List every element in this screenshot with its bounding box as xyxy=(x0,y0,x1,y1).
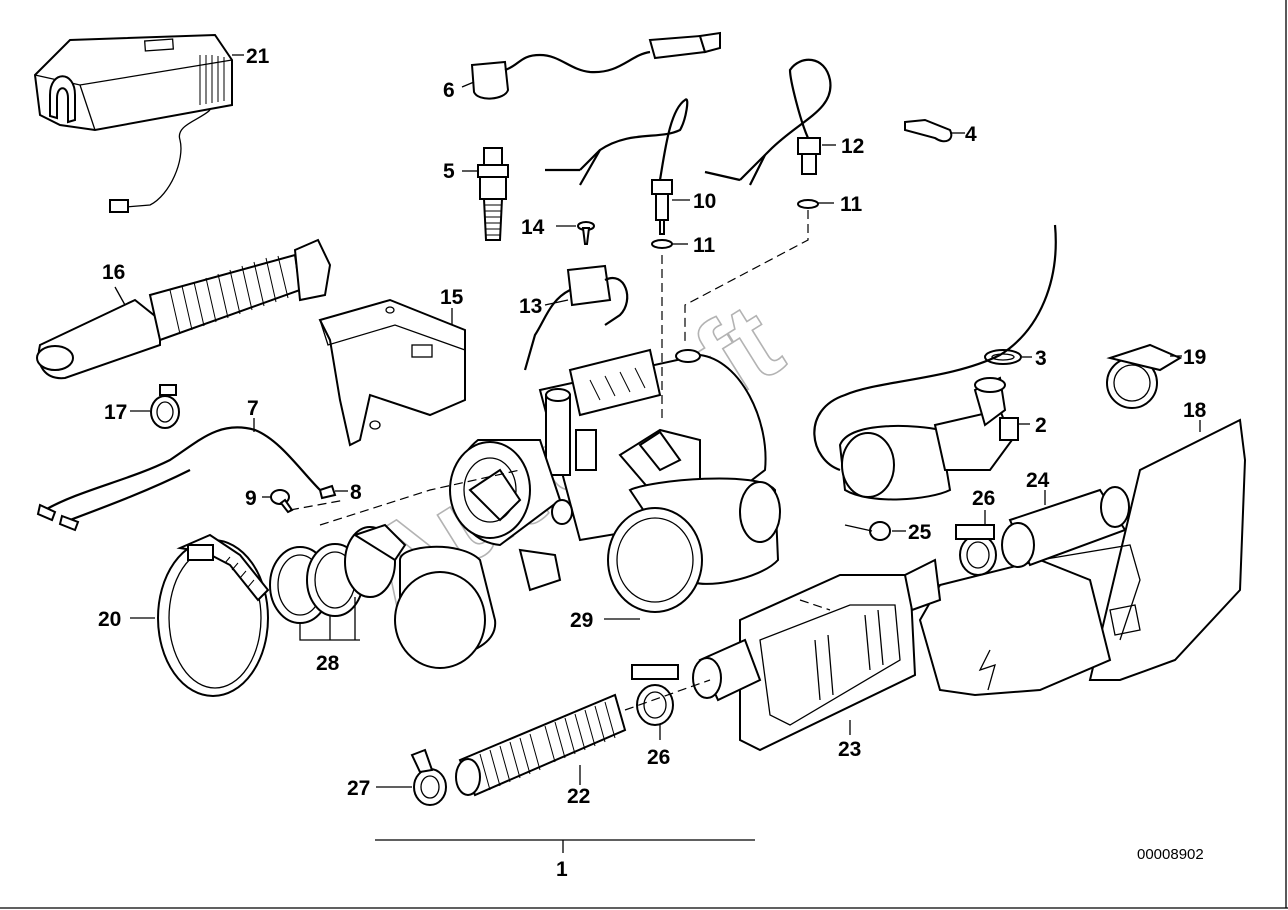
callout-17: 17 xyxy=(104,401,127,424)
part-2-pump xyxy=(813,224,1057,501)
callout-18: 18 xyxy=(1183,399,1207,422)
callout-8: 8 xyxy=(350,481,362,504)
callout-29: 29 xyxy=(570,609,593,632)
callout-21: 21 xyxy=(246,45,270,68)
part-26-clamp-lower xyxy=(631,664,679,726)
part-24-pipe xyxy=(1001,486,1130,568)
part-27-clamp xyxy=(410,748,447,806)
part-25-screw xyxy=(844,521,891,541)
part-29-chamber xyxy=(607,428,781,613)
callout-15: 15 xyxy=(440,286,464,309)
callout-11-right: 11 xyxy=(840,193,863,216)
callout-4: 4 xyxy=(965,123,977,146)
part-23-silencer xyxy=(692,558,942,752)
part-28-rings xyxy=(269,523,407,624)
part-5-sensor xyxy=(477,147,509,241)
part-6-sensor xyxy=(470,31,721,100)
callout-22: 22 xyxy=(567,785,590,808)
callout-11-left: 11 xyxy=(693,234,716,257)
callout-26-lower: 26 xyxy=(647,746,670,769)
part-3-oring xyxy=(984,349,1022,365)
callout-10: 10 xyxy=(693,190,716,213)
part-7-wire xyxy=(36,426,321,532)
part-9-screw xyxy=(270,489,294,514)
callout-5: 5 xyxy=(443,160,455,183)
part-11-washer xyxy=(651,199,819,249)
callout-12: 12 xyxy=(841,135,864,158)
callout-23: 23 xyxy=(838,738,861,761)
part-14-screw xyxy=(577,221,595,245)
callout-3: 3 xyxy=(1035,347,1047,370)
callout-1: 1 xyxy=(556,858,568,881)
part-10-sensor xyxy=(545,98,689,235)
part-16-hose xyxy=(36,238,332,380)
callout-27: 27 xyxy=(347,777,370,800)
part-13-resistor xyxy=(523,264,629,371)
callout-2: 2 xyxy=(1035,414,1047,437)
callout-16: 16 xyxy=(102,261,125,284)
part-26-clamp-upper xyxy=(955,524,997,576)
callout-7: 7 xyxy=(247,397,259,420)
callout-9: 9 xyxy=(245,487,257,510)
callout-20: 20 xyxy=(98,608,121,631)
part-18-shield xyxy=(918,418,1247,697)
part-20-clamp xyxy=(157,533,270,697)
callout-24: 24 xyxy=(1026,469,1050,492)
part-22-flex-pipe xyxy=(455,693,627,797)
part-19-clamp xyxy=(1106,343,1183,409)
callout-6: 6 xyxy=(443,79,455,102)
document-number: 00008902 xyxy=(1137,846,1204,863)
callout-14: 14 xyxy=(521,216,545,239)
part-12-sensor xyxy=(704,58,832,186)
part-21-cover xyxy=(33,33,233,213)
part-8-clip xyxy=(318,484,337,500)
part-4-clip xyxy=(904,118,953,143)
callout-25: 25 xyxy=(908,521,932,544)
callout-19: 19 xyxy=(1183,346,1206,369)
callout-13: 13 xyxy=(519,295,542,318)
part-17-clamp xyxy=(150,384,180,429)
callout-28: 28 xyxy=(316,652,340,675)
callout-26-upper: 26 xyxy=(972,487,995,510)
part-15-bracket xyxy=(318,298,466,447)
